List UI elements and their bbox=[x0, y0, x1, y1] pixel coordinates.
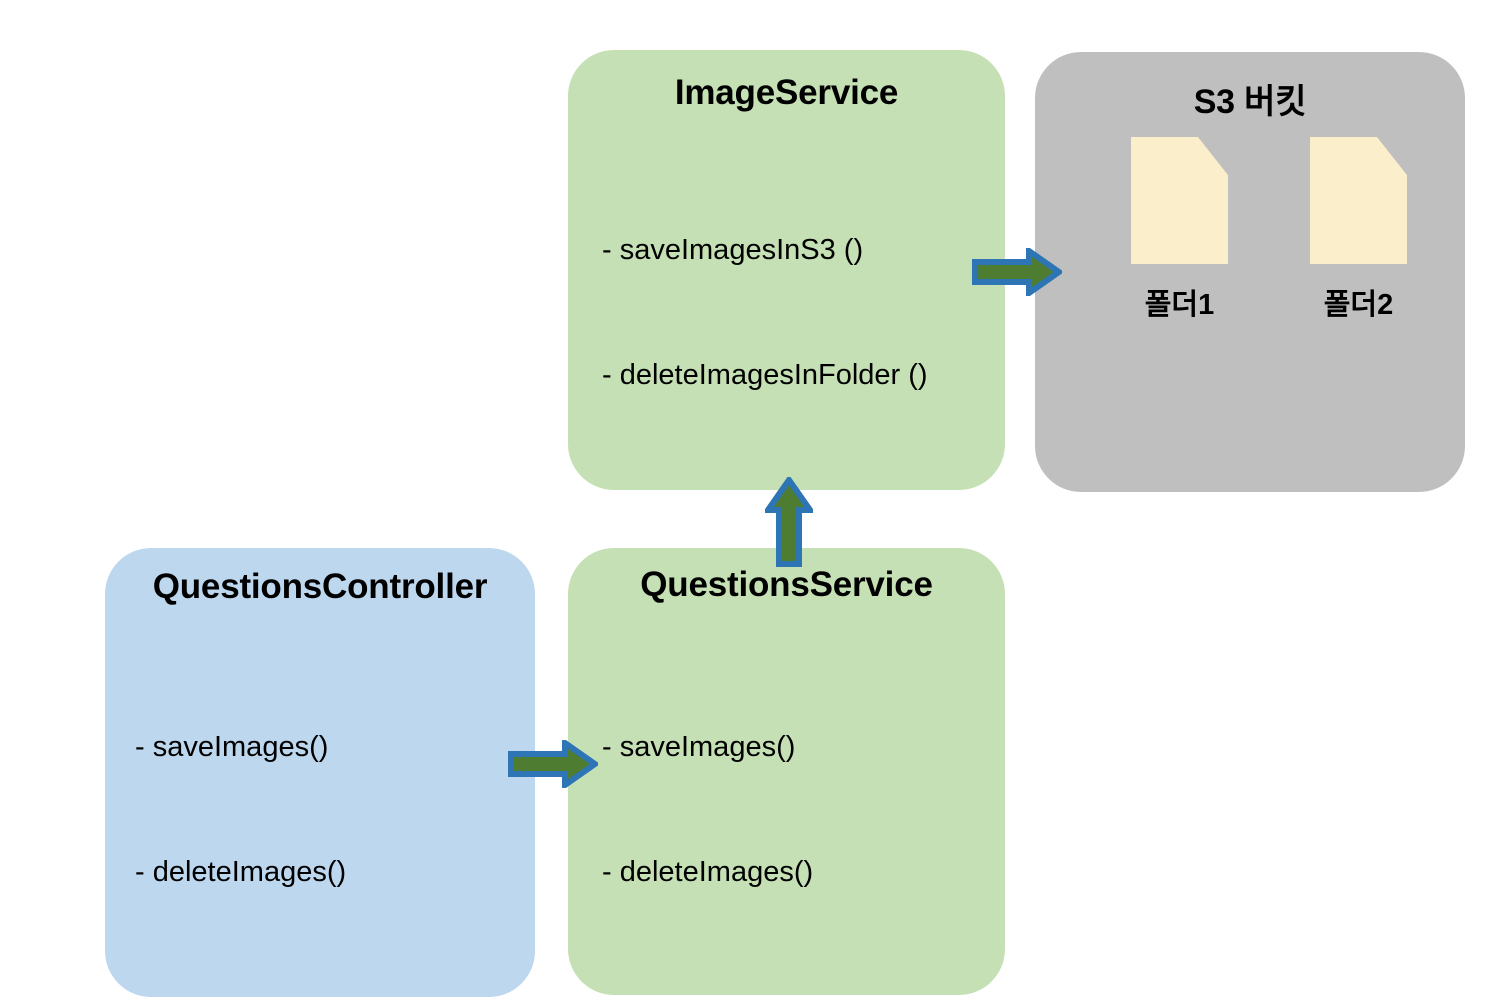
node-questions-controller[interactable]: QuestionsController - saveImages() - del… bbox=[105, 548, 535, 997]
method-item: - saveImages() bbox=[135, 730, 329, 763]
node-s3-bucket[interactable]: S3 버킷 폴더1 폴더2 bbox=[1035, 52, 1465, 492]
folder-label: 폴더2 bbox=[1323, 289, 1394, 321]
s3-bucket-title: S3 버킷 bbox=[1193, 83, 1307, 121]
arrow-right-icon-image-service-to-s3 bbox=[972, 245, 1065, 299]
arrow-up-icon-questions-service-to-image-service bbox=[762, 474, 816, 567]
node-questions-service[interactable]: QuestionsService - saveImages() - delete… bbox=[568, 548, 1005, 995]
method-item: - deleteImagesInFolder () bbox=[602, 358, 928, 391]
method-item: - deleteImages() bbox=[602, 855, 814, 888]
s3-folder-2[interactable]: 폴더2 bbox=[1310, 137, 1407, 323]
node-image-service[interactable]: ImageService - saveImagesInS3 () - delet… bbox=[568, 50, 1005, 490]
questions-controller-methods: - saveImages() - deleteImages() bbox=[135, 643, 346, 977]
method-item: - saveImagesInS3 () bbox=[602, 233, 864, 266]
image-service-title: ImageService bbox=[674, 73, 899, 112]
image-service-methods: - saveImagesInS3 () - deleteImagesInFold… bbox=[602, 146, 928, 480]
questions-service-title: QuestionsService bbox=[640, 565, 933, 604]
method-item: - deleteImages() bbox=[135, 855, 347, 888]
questions-controller-title: QuestionsController bbox=[152, 567, 488, 606]
folder-icon bbox=[1310, 137, 1407, 264]
folder-label: 폴더1 bbox=[1144, 289, 1215, 321]
s3-folder-1[interactable]: 폴더1 bbox=[1131, 137, 1228, 323]
questions-service-methods: - saveImages() - deleteImages() bbox=[602, 643, 813, 977]
folder-icon bbox=[1131, 137, 1228, 264]
arrow-right-icon-controller-to-service bbox=[508, 737, 601, 791]
method-item: - saveImages() bbox=[602, 730, 796, 763]
